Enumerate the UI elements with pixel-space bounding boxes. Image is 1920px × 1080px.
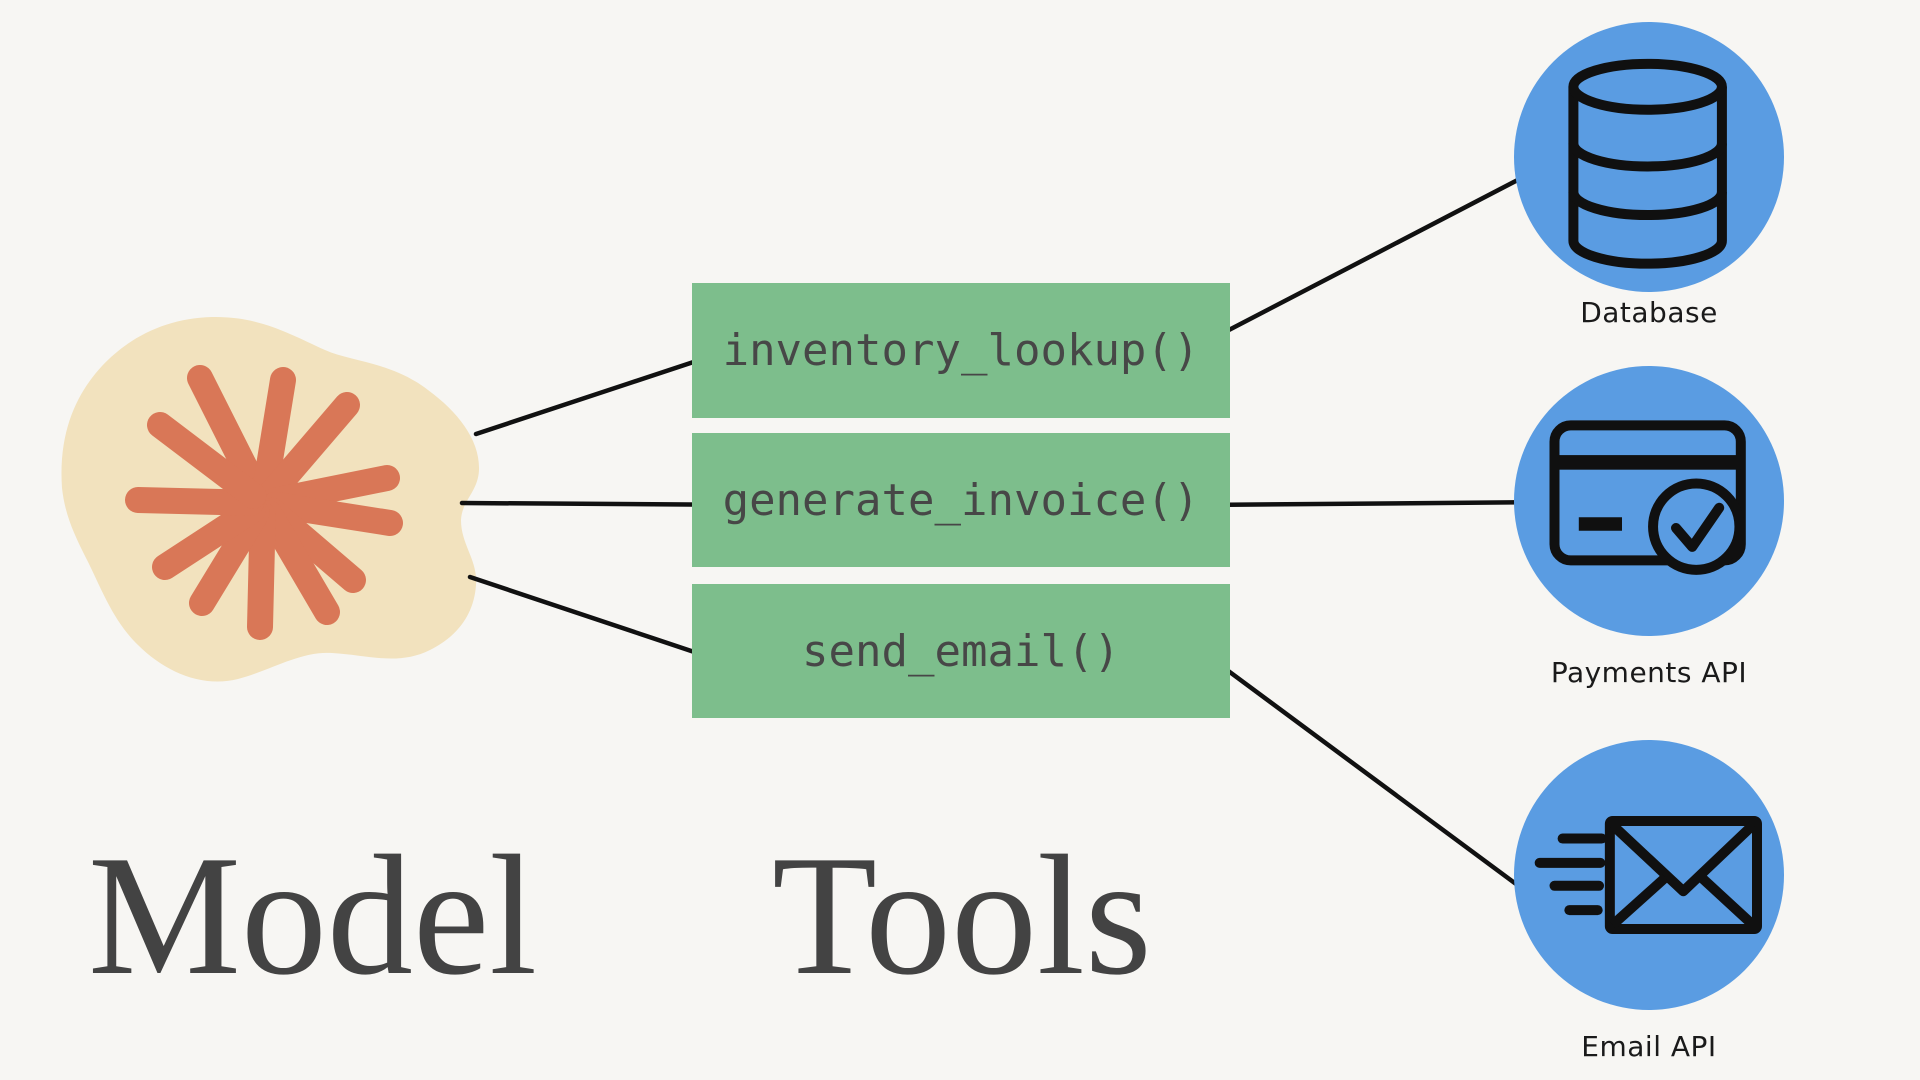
starburst-ray: [125, 487, 264, 516]
service-label-email-api: Email API: [1581, 1030, 1717, 1063]
database-ring: [1568, 142, 1727, 172]
service-node-database: [1514, 22, 1784, 292]
starburst-ray: [147, 412, 267, 509]
starburst-ray: [251, 367, 296, 505]
envelope-flap: [1609, 821, 1757, 897]
model-caption: Model: [88, 821, 538, 1011]
envelope-outline: [1604, 816, 1762, 934]
email-send-icon: [1534, 816, 1762, 934]
tools-caption: Tools: [772, 821, 1152, 1011]
database-ring: [1568, 191, 1727, 221]
credit-card-outline: [1549, 420, 1746, 566]
service-label-database: Database: [1580, 296, 1718, 329]
envelope-fold: [1609, 873, 1669, 929]
database-cylinder-body: [1568, 86, 1727, 269]
service-node-payments-api: [1514, 366, 1784, 636]
starburst-ray: [187, 365, 271, 506]
credit-card-stripe: [1554, 455, 1741, 470]
check-mark: [1671, 502, 1725, 552]
connector-inventory-database: [1197, 155, 1563, 348]
starburst-ray: [256, 500, 340, 625]
tool-box-inventory-lookup: inventory_lookup(): [692, 283, 1230, 418]
database-cylinder-top: [1568, 58, 1727, 115]
tool-box-generate-invoice: generate_invoice(): [692, 433, 1230, 567]
credit-card-check-icon: [1549, 420, 1746, 575]
starburst-ray: [247, 502, 276, 640]
connector-invoice-payments: [1197, 499, 1561, 508]
starburst-ray: [257, 392, 360, 507]
claude-starburst-icon: [125, 365, 403, 640]
envelope-fold: [1698, 874, 1757, 929]
starburst-ray: [261, 491, 403, 536]
connector-email-emailapi: [1197, 647, 1569, 924]
service-label-payments-api: Payments API: [1550, 656, 1748, 689]
tool-box-send-email: send_email(): [692, 584, 1230, 718]
service-node-email-api: [1514, 740, 1784, 1010]
database-icon: [1568, 58, 1727, 269]
check-circle: [1648, 478, 1745, 575]
starburst-ray: [152, 496, 266, 580]
